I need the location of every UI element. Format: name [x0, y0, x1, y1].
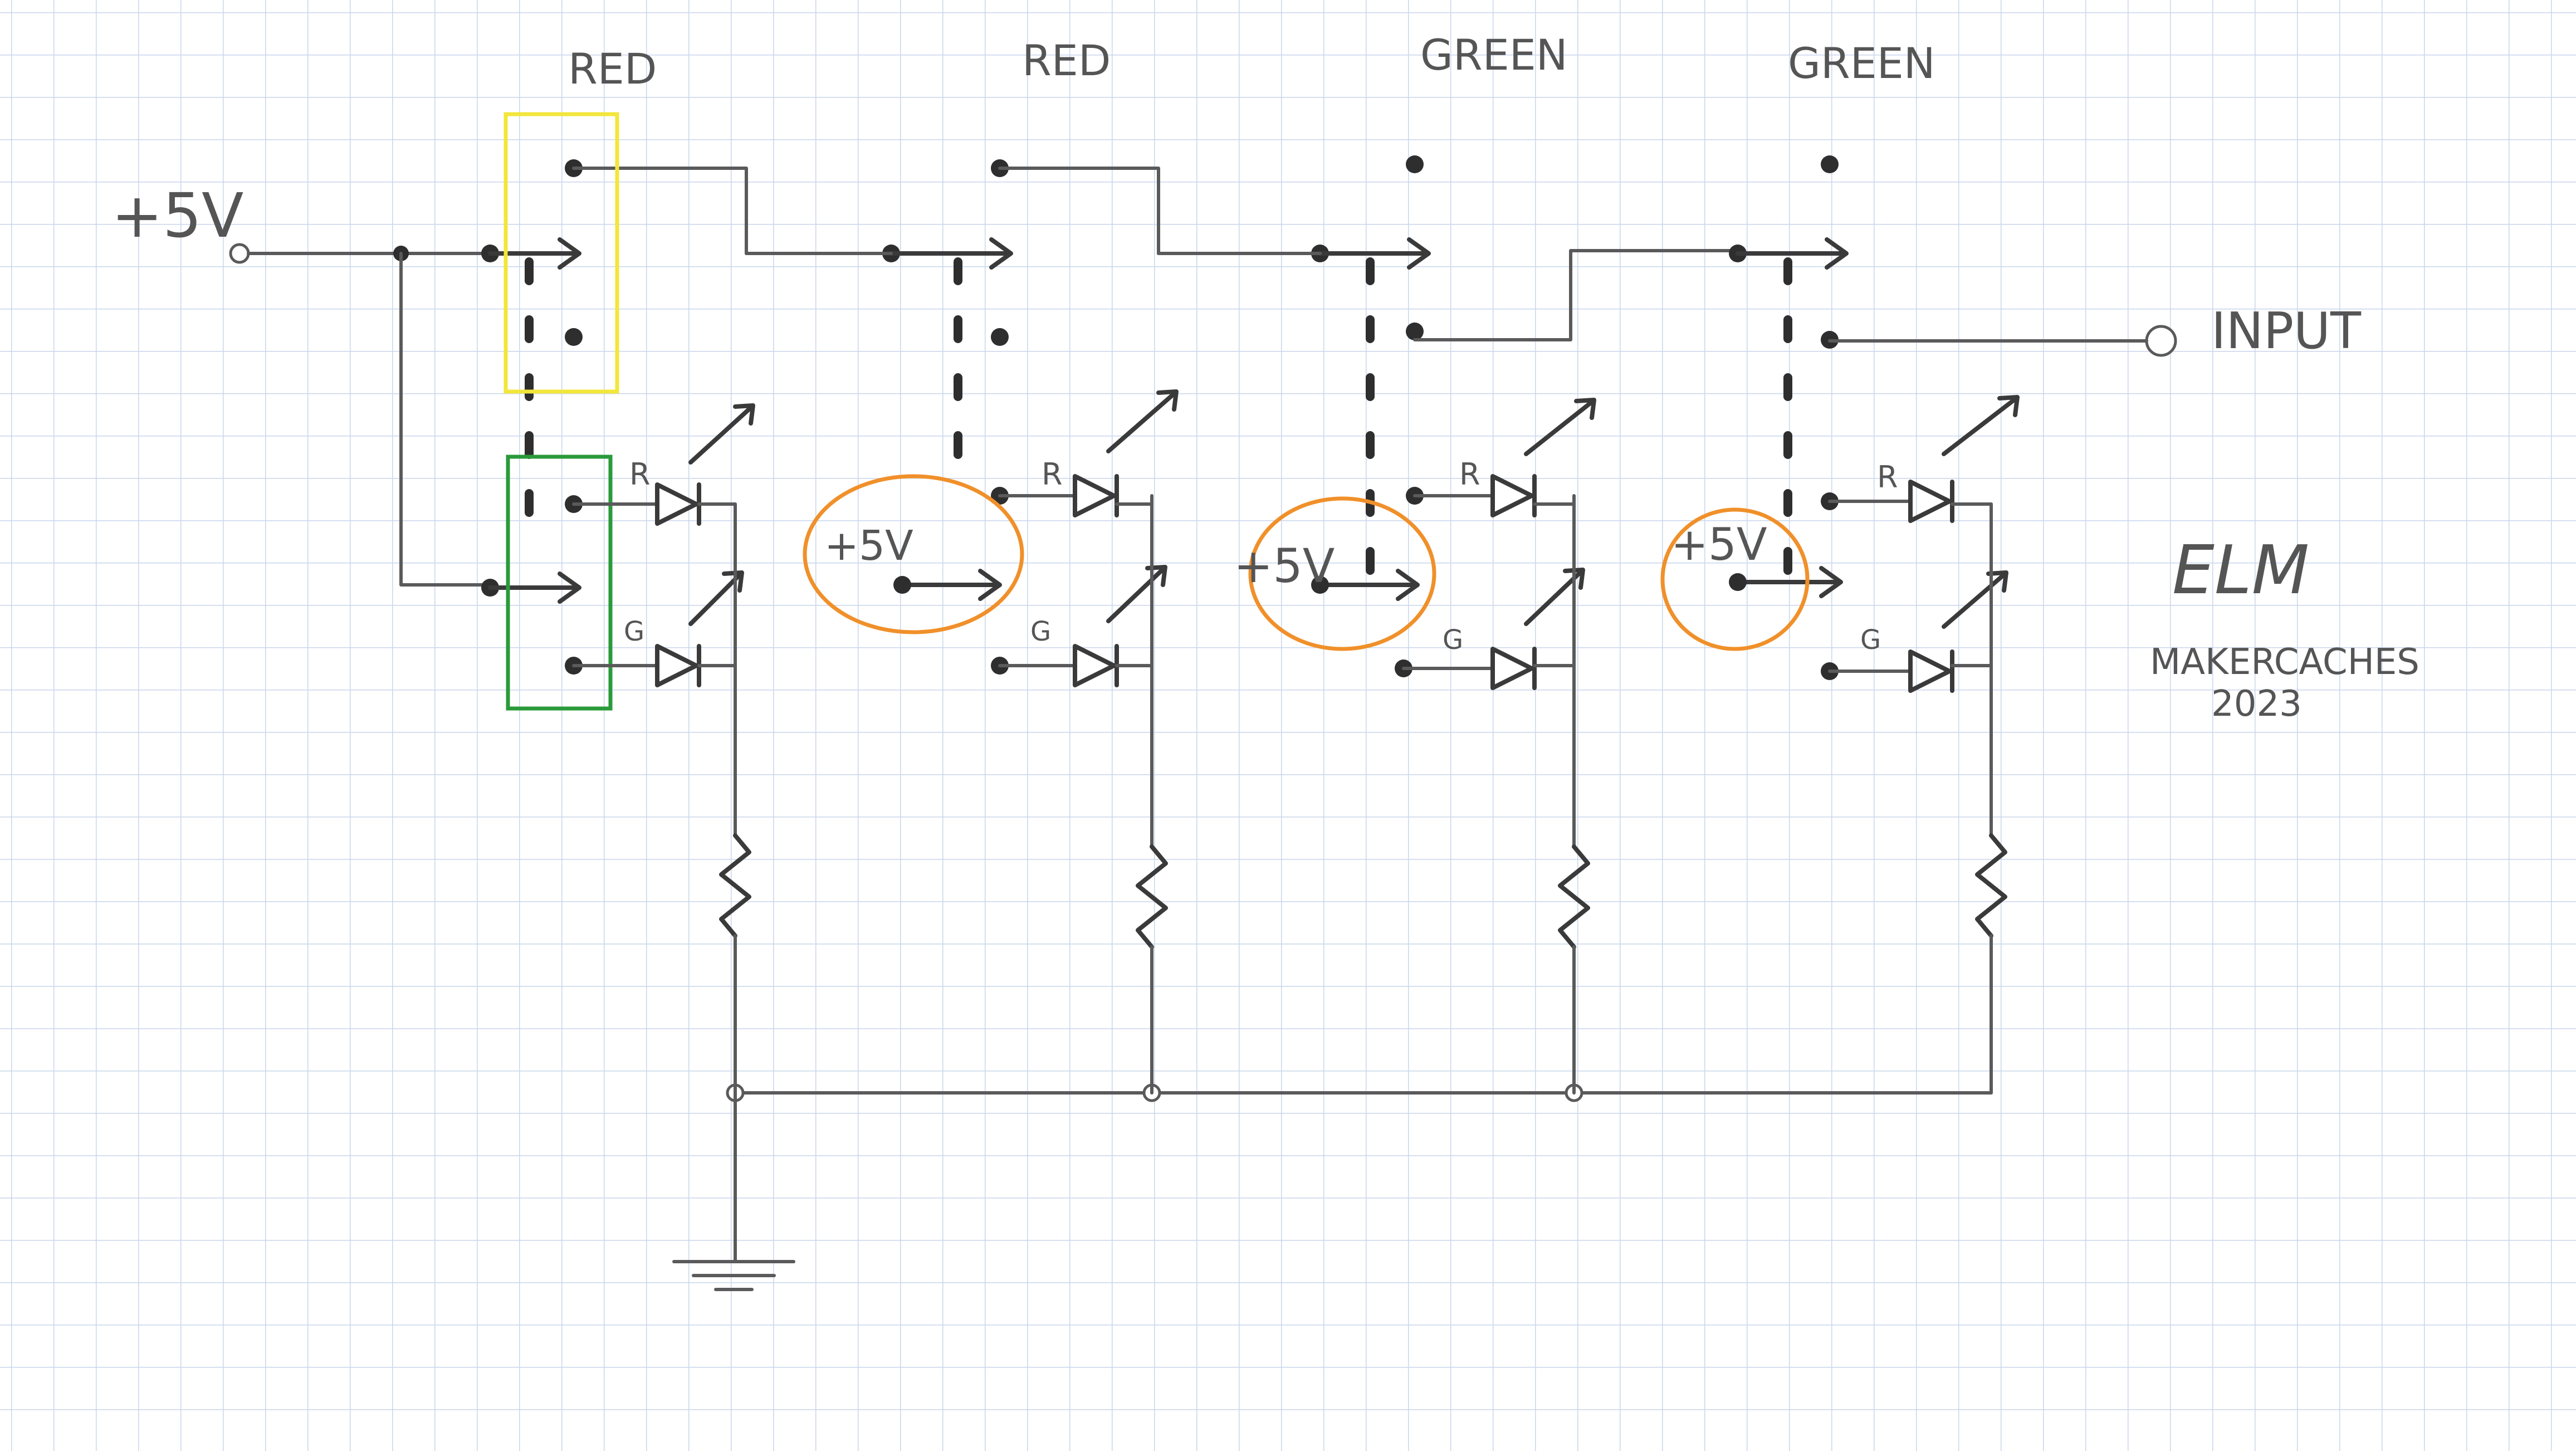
five-volt-label-3: +5V [1671, 519, 1767, 570]
highlight-box-green [506, 455, 613, 711]
led-pair-2: R G [998, 389, 1179, 1095]
switch-stage-2 [745, 159, 1160, 675]
resistor-4 [1975, 833, 2007, 938]
five-volt-label-1: +5V [824, 522, 913, 570]
svg-text:R: R [1459, 457, 1480, 492]
supply-terminal [229, 243, 250, 264]
resistor-2 [1136, 844, 1168, 949]
supply-label: +5V [111, 180, 243, 251]
resistor-1 [719, 833, 751, 938]
input-label: INPUT [2211, 302, 2362, 360]
svg-text:R: R [629, 457, 651, 492]
led-pair-3: R G [1402, 398, 1596, 1095]
led-green-3 [1490, 647, 1537, 690]
switch-stage-3 [1157, 155, 1739, 677]
svg-text:G: G [1443, 624, 1463, 656]
five-volt-label-2: +5V [1234, 539, 1335, 593]
ground-icon [672, 1260, 795, 1291]
five-volt-highlight-circle-1 [803, 474, 1024, 634]
column-title-green-1: GREEN [1420, 30, 1568, 80]
led-red-2 [1073, 474, 1119, 517]
led-pair-4: R G [1828, 395, 2020, 1095]
column-title-red-2: RED [1022, 36, 1111, 85]
five-volt-highlight-circle-3 [1660, 507, 1810, 651]
highlight-box-yellow [504, 112, 619, 394]
svg-text:R: R [1877, 460, 1898, 495]
supply-wire-down [399, 252, 486, 587]
svg-text:G: G [1030, 616, 1051, 647]
five-volt-highlight-circle-2 [1248, 496, 1436, 651]
led-pair-1: R G [572, 403, 755, 1095]
column-title-green-2: GREEN [1788, 38, 1935, 88]
switch-stage-4 [1729, 155, 2148, 680]
column-title-red-1: RED [568, 44, 657, 94]
signature-maker: MAKERCACHES [2150, 642, 2419, 683]
led-red-4 [1908, 480, 1954, 523]
resistor-3 [1558, 844, 1590, 949]
svg-text:G: G [624, 616, 644, 647]
led-red-3 [1490, 474, 1537, 517]
led-green-4 [1908, 649, 1954, 693]
signature-elm: ELM [2172, 532, 2309, 609]
signature-year: 2023 [2211, 683, 2302, 725]
svg-text:G: G [1860, 624, 1881, 656]
input-terminal [2145, 325, 2177, 357]
svg-text:R: R [1042, 457, 1063, 492]
